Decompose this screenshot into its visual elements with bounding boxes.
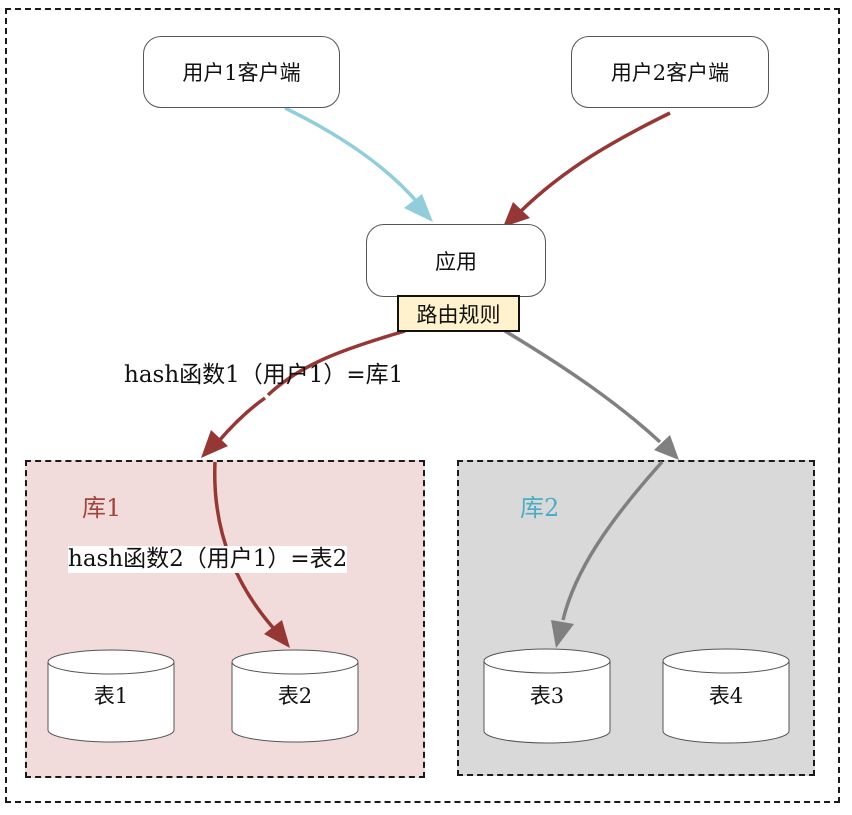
table-3-cylinder — [483, 648, 611, 744]
db-hash-label: hash函数1（用户1）=库1 — [124, 362, 404, 388]
app-label: 应用 — [435, 249, 477, 274]
table-4-cylinder — [662, 648, 790, 744]
system-boundary — [5, 8, 840, 803]
arrowhead-rule-db2 — [654, 435, 679, 460]
app-node: 应用 — [366, 224, 546, 297]
routing-rule-box: 路由规则 — [397, 295, 520, 332]
client-2-node: 用户2客户端 — [571, 36, 769, 108]
database-2-label: 库2 — [520, 494, 560, 522]
database-1-label: 库1 — [82, 494, 122, 522]
arrowhead-db1-table2 — [264, 620, 290, 648]
arrowhead-client1-app — [404, 194, 433, 222]
edge-db2-table3 — [561, 460, 664, 621]
table-2-cylinder — [231, 649, 359, 743]
table-1-label: 表1 — [93, 684, 129, 708]
arrowhead-rule-db1 — [201, 430, 228, 458]
table-2-label: 表2 — [277, 684, 313, 708]
table-hash-label: hash函数2（用户1）=表2 — [68, 546, 348, 573]
arrowhead-client2-app — [503, 202, 530, 227]
edge-client1-app — [284, 106, 420, 205]
client-2-label: 用户2客户端 — [610, 61, 730, 85]
routing-rule-label: 路由规则 — [416, 302, 501, 327]
table-4-label: 表4 — [708, 684, 744, 708]
table-3-label: 表3 — [529, 684, 565, 708]
edge-rule-db1 — [266, 329, 406, 397]
client-1-node: 用户1客户端 — [143, 36, 340, 108]
edge-rule-db2 — [504, 329, 662, 444]
edge-client2-app — [518, 111, 671, 214]
arrowhead-db2-table3 — [551, 620, 574, 648]
client-1-label: 用户1客户端 — [182, 61, 301, 85]
table-1-cylinder — [47, 649, 175, 743]
edge-rule-db1-lower — [216, 396, 267, 444]
